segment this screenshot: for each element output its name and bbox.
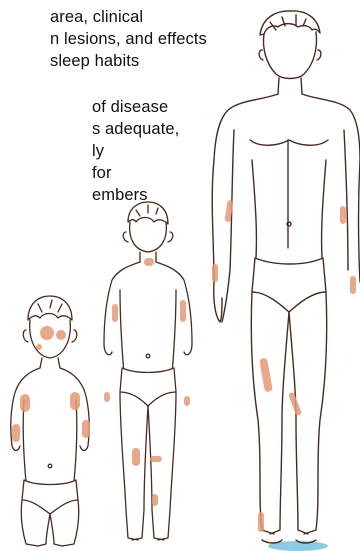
adult-figure <box>212 11 360 543</box>
child-figure <box>104 202 192 540</box>
